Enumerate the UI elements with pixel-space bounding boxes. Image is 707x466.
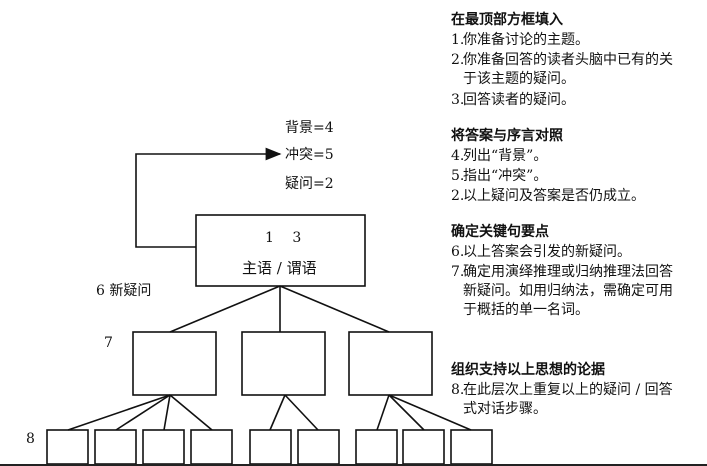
step-item: 2. 以上疑问及答案是否仍成立。 bbox=[451, 187, 701, 206]
connector-top-left bbox=[169, 285, 281, 333]
connector-left-4 bbox=[169, 394, 213, 431]
section-heading-compare: 将答案与序言对照 bbox=[451, 128, 563, 144]
background-label: 背景=4 bbox=[285, 120, 334, 136]
connector-right-1 bbox=[376, 394, 390, 431]
connector-left-2 bbox=[115, 394, 171, 431]
step-number: 2. bbox=[451, 52, 465, 68]
step-text: 你准备讨论的主题。 bbox=[463, 32, 589, 48]
step-item: 1. 你准备讨论的主题。 bbox=[451, 31, 701, 50]
question-label: 疑问=2 bbox=[285, 176, 334, 192]
feedback-arrow bbox=[135, 147, 282, 248]
step-text: 指出“冲突”。 bbox=[463, 168, 548, 184]
step-text: 以上答案会引发的新疑问。 bbox=[463, 244, 631, 260]
top-box-subtitle: 主语 / 谓语 bbox=[242, 259, 317, 277]
bottom-border bbox=[0, 464, 707, 466]
conflict-label: 冲突=5 bbox=[285, 147, 334, 163]
level8-box bbox=[94, 429, 137, 465]
connector-left-1 bbox=[67, 394, 171, 431]
step-number: 8. bbox=[451, 382, 465, 398]
step-number: 6. bbox=[451, 244, 465, 260]
connector-right-3 bbox=[388, 394, 472, 431]
step-item: 7. 确定用演绎推理或归纳推理法回答新疑问。如用归纳法，需确定可用于概括的单一名… bbox=[451, 263, 673, 320]
step-number: 2. bbox=[451, 188, 465, 204]
connector-top-right bbox=[279, 285, 390, 333]
step-item: 5. 指出“冲突”。 bbox=[451, 167, 701, 186]
step-item: 3. 回答读者的疑问。 bbox=[451, 91, 701, 110]
section-heading-support: 组织支持以上思想的论据 bbox=[451, 362, 605, 378]
level7-label: 7 bbox=[104, 335, 113, 351]
level7-box-left bbox=[132, 331, 217, 396]
level8-box bbox=[46, 429, 89, 465]
connector-right-2 bbox=[388, 394, 425, 431]
section-heading-key-points: 确定关键句要点 bbox=[451, 224, 549, 240]
step-number: 3. bbox=[451, 92, 465, 108]
top-box-numbers: 1 3 bbox=[265, 230, 302, 246]
new-question-label: 6 新疑问 bbox=[96, 283, 152, 299]
step-number: 7. bbox=[451, 264, 465, 280]
step-text: 以上疑问及答案是否仍成立。 bbox=[463, 188, 645, 204]
step-number: 4. bbox=[451, 148, 465, 164]
step-item: 2. 你准备回答的读者头脑中已有的关于该主题的疑问。 bbox=[451, 51, 676, 89]
level8-box bbox=[450, 429, 493, 465]
connector-center-2 bbox=[284, 394, 319, 431]
level7-box-right bbox=[348, 331, 433, 396]
level8-label: 8 bbox=[26, 431, 35, 447]
connector-left-3 bbox=[163, 394, 171, 431]
step-number: 1. bbox=[451, 32, 465, 48]
level8-box bbox=[297, 429, 340, 465]
connector-center-1 bbox=[269, 394, 286, 431]
step-number: 5. bbox=[451, 168, 465, 184]
step-item: 6. 以上答案会引发的新疑问。 bbox=[451, 243, 701, 262]
level8-box bbox=[402, 429, 445, 465]
level8-box bbox=[355, 429, 398, 465]
step-text: 你准备回答的读者头脑中已有的关于该主题的疑问。 bbox=[463, 52, 673, 87]
level7-box-center bbox=[241, 331, 326, 396]
level8-box bbox=[142, 429, 185, 465]
step-item: 4. 列出“背景”。 bbox=[451, 147, 701, 166]
step-text: 确定用演绎推理或归纳推理法回答新疑问。如用归纳法，需确定可用于概括的单一名词。 bbox=[463, 264, 673, 318]
level8-box bbox=[249, 429, 292, 465]
step-item: 8. 在此层次上重复以上的疑问 / 回答式对话步骤。 bbox=[451, 381, 673, 419]
step-text: 在此层次上重复以上的疑问 / 回答式对话步骤。 bbox=[463, 382, 673, 417]
step-text: 列出“背景”。 bbox=[463, 148, 548, 164]
level8-box bbox=[190, 429, 233, 465]
section-heading-top-box: 在最顶部方框填入 bbox=[451, 12, 563, 28]
step-text: 回答读者的疑问。 bbox=[463, 92, 575, 108]
